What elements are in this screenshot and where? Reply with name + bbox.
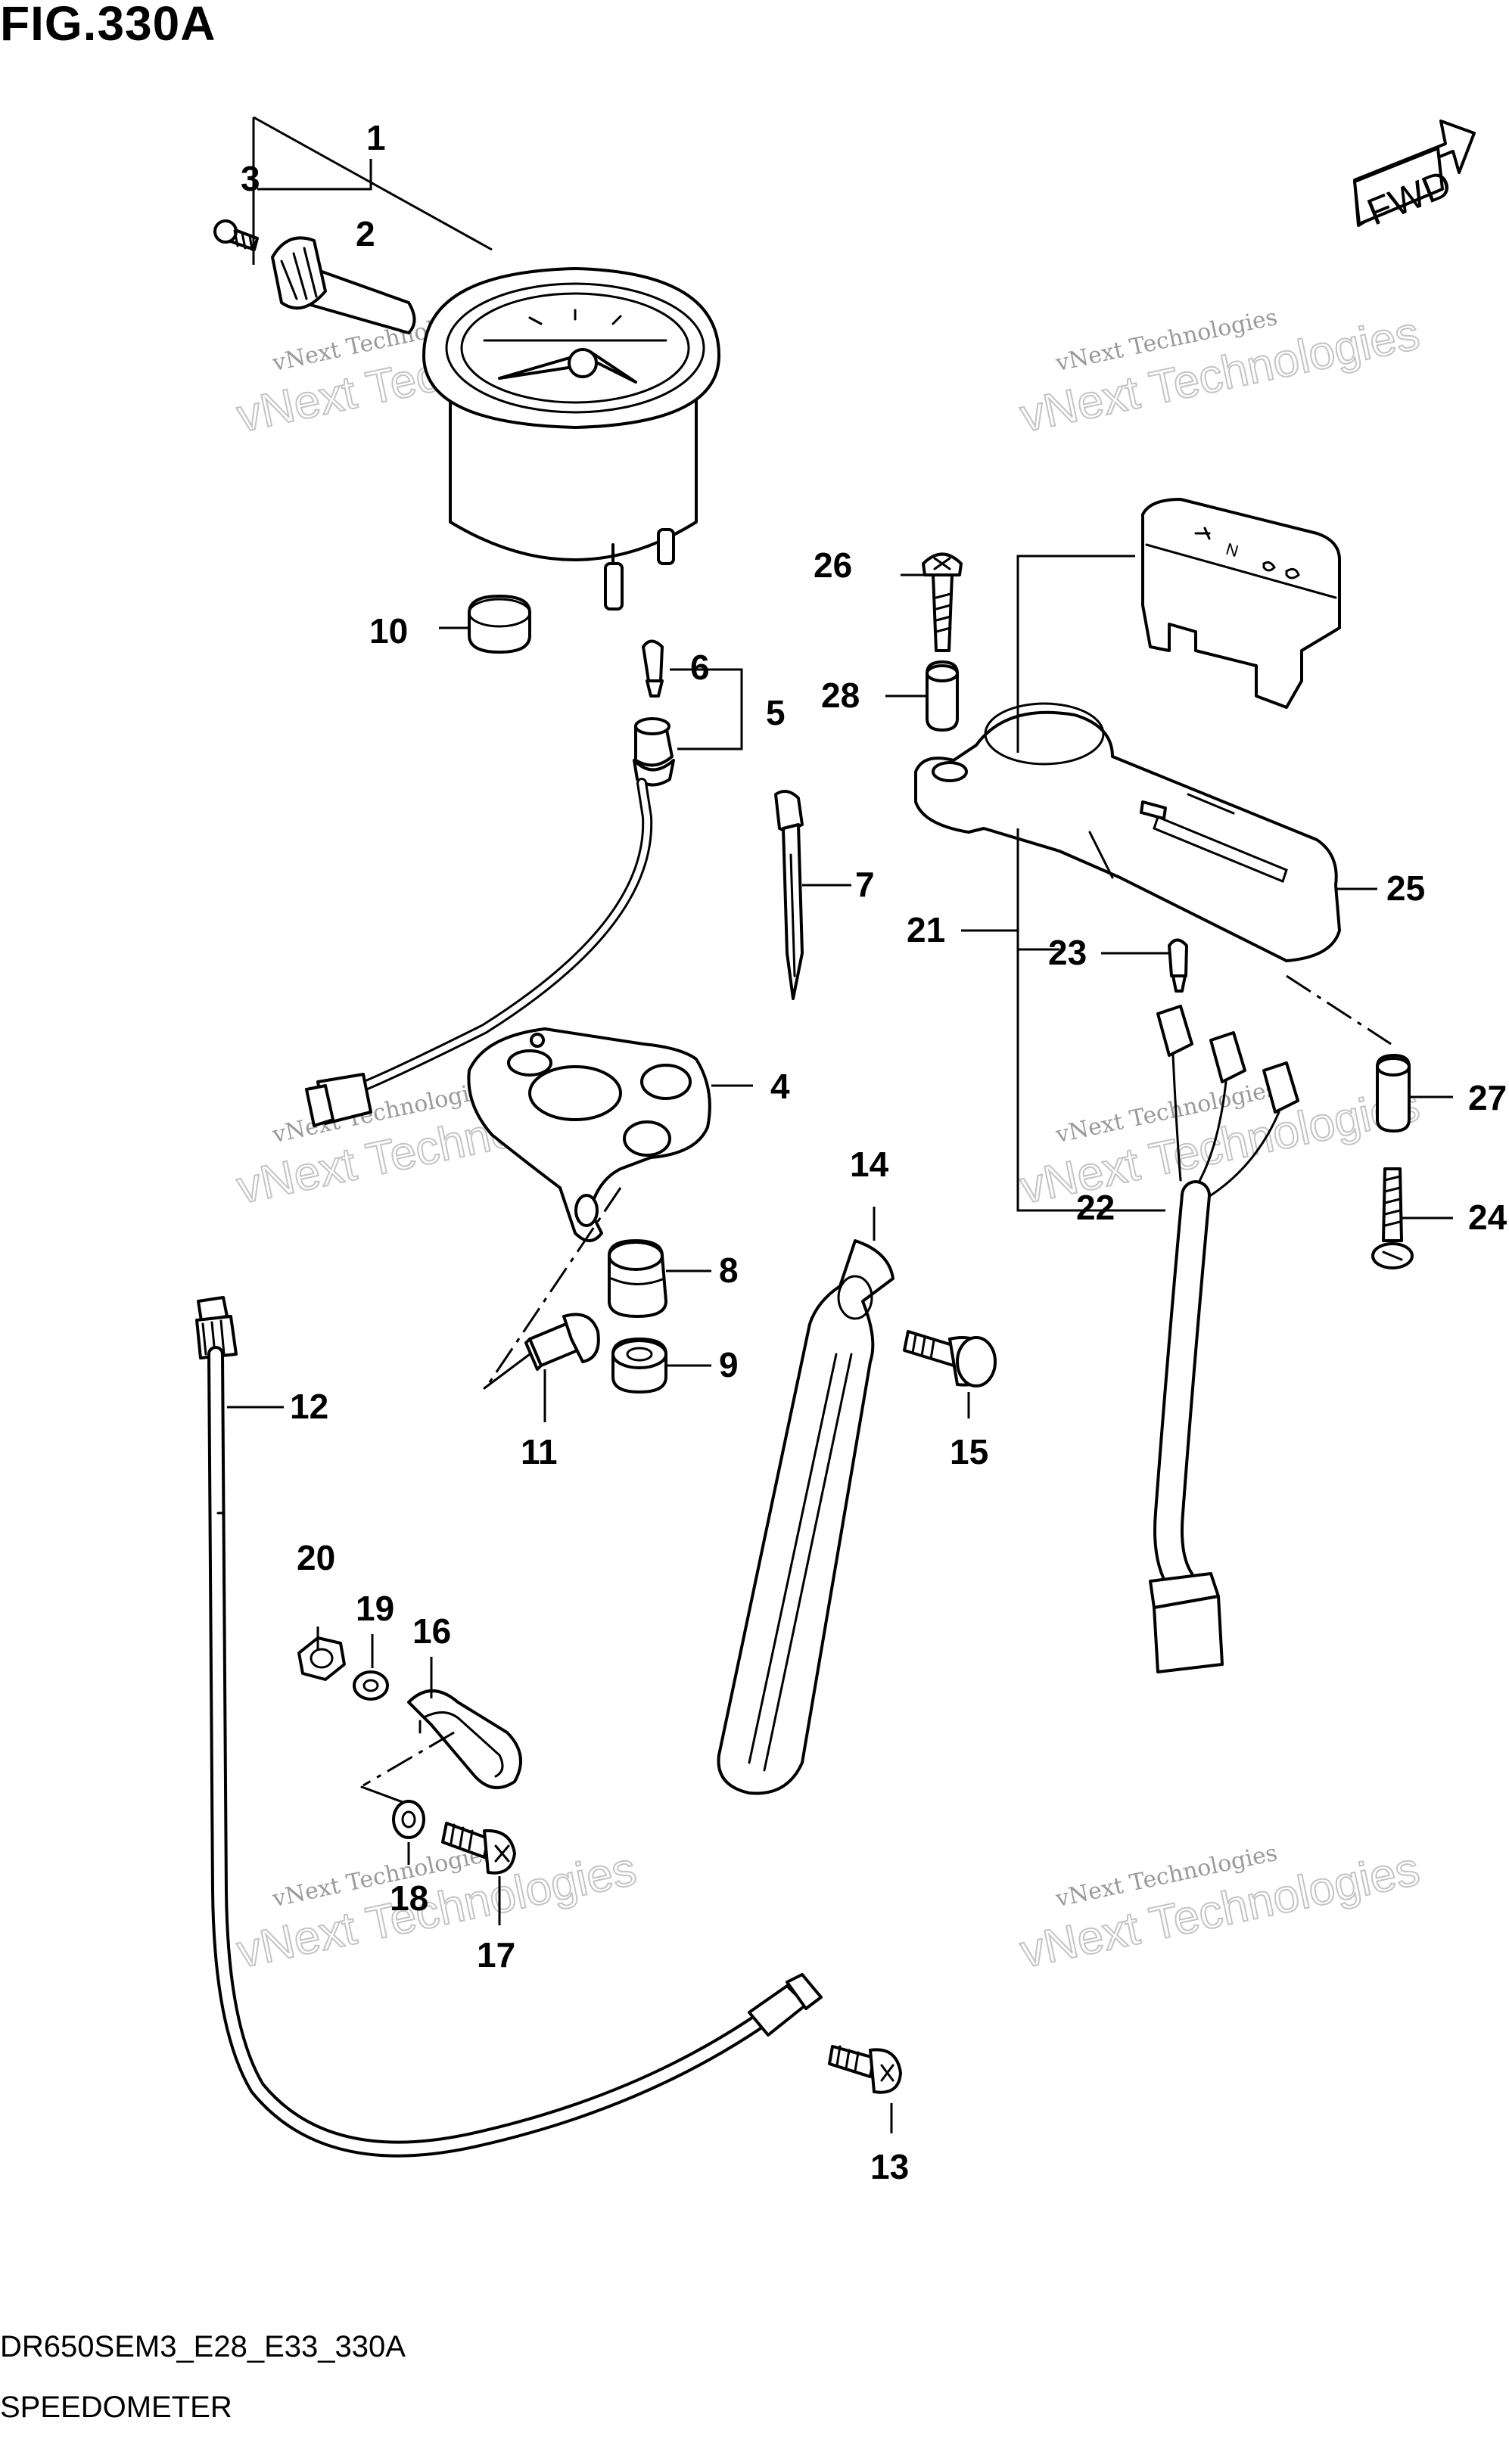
callout-2: 2 — [356, 214, 375, 253]
housing-collar — [1376, 1054, 1411, 1133]
rubber-grommet — [608, 1239, 667, 1318]
callout-11: 11 — [521, 1432, 558, 1471]
callout-28: 28 — [821, 676, 860, 715]
indicator-housing: N — [1141, 498, 1341, 709]
callout-6: 6 — [690, 648, 710, 687]
callout-15: 15 — [950, 1432, 988, 1471]
callout-8: 8 — [719, 1251, 739, 1290]
figure-title: FIG.330A — [0, 0, 216, 51]
callout-23: 23 — [1048, 933, 1087, 972]
callout-20: 20 — [297, 1538, 335, 1577]
speedometer-gauge — [422, 267, 720, 611]
rubber-cap — [468, 595, 531, 654]
callout-21: 21 — [907, 910, 945, 949]
trip-reset-knob — [271, 236, 416, 334]
fwd-direction-icon: FWD — [1353, 120, 1476, 234]
cable-stay — [717, 1239, 895, 1795]
meter-bracket — [467, 1027, 711, 1242]
spacer-collar — [926, 660, 959, 732]
callout-13: 13 — [870, 2147, 909, 2186]
indicator-case — [914, 702, 1341, 962]
leader-lines — [227, 116, 1453, 2133]
cable-tie — [774, 790, 804, 1000]
callout-3: 3 — [241, 159, 260, 198]
callout-5: 5 — [766, 693, 786, 732]
callout-10: 10 — [369, 611, 408, 651]
stay-bolt — [903, 1330, 997, 1387]
speedometer-cable — [195, 1296, 823, 2158]
callout-17: 17 — [477, 1935, 515, 1975]
callout-26: 26 — [814, 545, 852, 585]
mount-screw — [828, 2045, 902, 2094]
callout-7: 7 — [855, 865, 875, 904]
callout-18: 18 — [390, 1878, 428, 1918]
callout-4: 4 — [770, 1067, 790, 1106]
collar-screw — [1371, 1167, 1414, 1269]
callout-24: 24 — [1468, 1198, 1507, 1237]
model-code: DR650SEM3_E28_E33_330A — [0, 2330, 406, 2363]
bolt — [524, 1313, 600, 1371]
callout-labels: 1 2 3 4 5 6 7 8 9 10 11 12 13 14 15 16 1… — [241, 118, 1507, 2186]
clamp-screw — [441, 1822, 516, 1875]
indicator-socket-harness — [1149, 1005, 1299, 1673]
callout-16: 16 — [412, 1611, 451, 1651]
cable-clamp — [407, 1689, 522, 1789]
clamp-washer — [392, 1800, 425, 1839]
indicator-bulb — [642, 639, 664, 698]
nut — [611, 1338, 667, 1394]
indicator-bulb-small — [1168, 938, 1188, 993]
section-name: SPEEDOMETER — [0, 2391, 232, 2424]
cable-nut — [297, 1636, 346, 1681]
callout-12: 12 — [290, 1387, 328, 1426]
housing-screw — [922, 552, 963, 652]
small-screw — [213, 219, 259, 251]
callout-1: 1 — [366, 118, 386, 157]
callout-27: 27 — [1468, 1078, 1507, 1117]
callout-14: 14 — [850, 1145, 889, 1184]
callout-19: 19 — [356, 1589, 394, 1628]
callout-9: 9 — [719, 1345, 739, 1384]
callout-22: 22 — [1076, 1188, 1115, 1227]
neutral-symbol: N — [1224, 539, 1240, 561]
bulb-socket-wire — [305, 717, 675, 1127]
callout-25: 25 — [1386, 868, 1425, 908]
washer — [353, 1670, 389, 1701]
